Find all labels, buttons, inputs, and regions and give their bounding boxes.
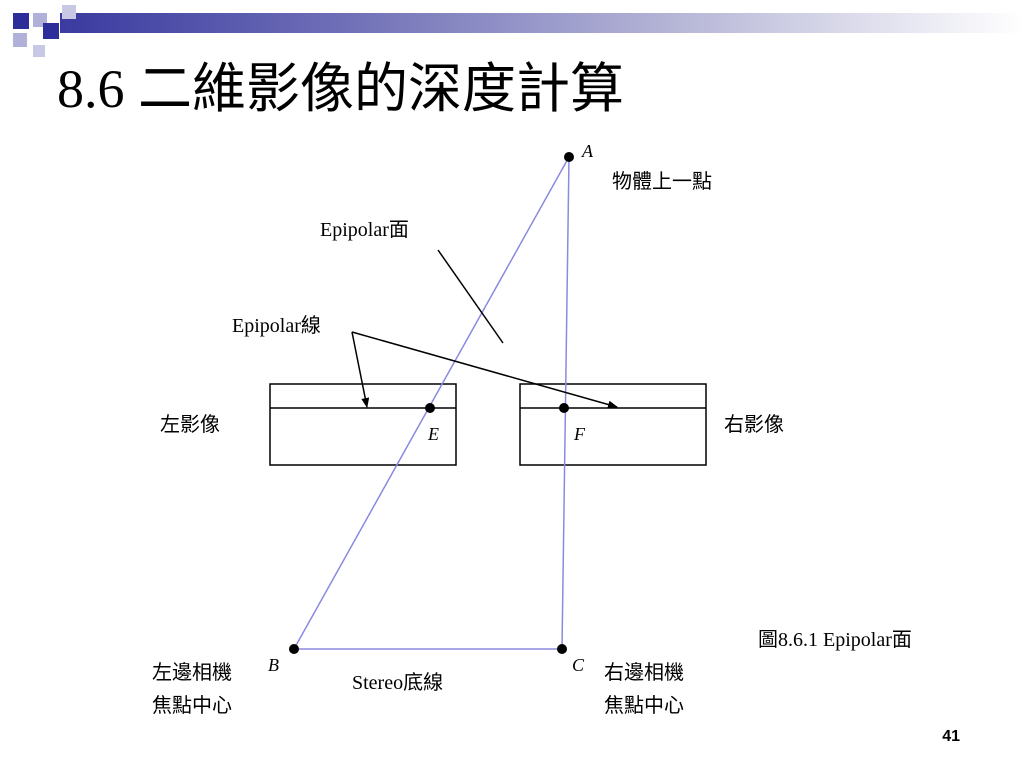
header-square-light-4 <box>62 5 76 19</box>
left-camera-label-line1: 左邊相機 <box>152 661 232 684</box>
point-e-label: E <box>427 424 439 444</box>
point-c-label: C <box>572 655 585 675</box>
epipolar-plane-pointer <box>437 249 504 344</box>
point-f-dot <box>559 403 569 413</box>
figure-caption: 圖8.6.1 Epipolar面 <box>758 629 912 651</box>
right-image-plane <box>519 383 707 466</box>
point-e-dot <box>425 403 435 413</box>
object-point-label: 物體上一點 <box>612 170 712 193</box>
epipolar-plane-label: Epipolar面 <box>320 219 409 241</box>
right-image-label: 右影像 <box>724 413 784 436</box>
header-square-light-2 <box>13 33 27 47</box>
header-square-dark-2 <box>43 23 59 39</box>
point-c-dot <box>557 644 567 654</box>
header-square-light-3 <box>33 45 45 57</box>
epipolar-line-label: Epipolar線 <box>232 314 321 337</box>
right-camera-label-line1: 右邊相機 <box>604 661 684 684</box>
slide-title: 8.6 二維影像的深度計算 <box>57 59 624 119</box>
header-square-dark-1 <box>13 13 29 29</box>
line-a-b <box>293 156 570 650</box>
left-camera-label-line2: 焦點中心 <box>152 694 232 717</box>
header-gradient-bar <box>60 13 1024 33</box>
baseline-label: Stereo底線 <box>352 671 443 694</box>
right-camera-label-line2: 焦點中心 <box>604 694 684 717</box>
point-a-dot <box>564 152 574 162</box>
epipolar-line-arrow-right <box>351 331 618 409</box>
epipolar-line-arrow-left <box>351 331 370 408</box>
point-b-label: B <box>268 655 279 675</box>
page-number: 41 <box>942 728 960 745</box>
line-a-c <box>561 156 570 650</box>
point-f-label: F <box>573 424 586 444</box>
left-image-label: 左影像 <box>160 413 220 436</box>
point-a-label: A <box>581 141 594 161</box>
point-b-dot <box>289 644 299 654</box>
